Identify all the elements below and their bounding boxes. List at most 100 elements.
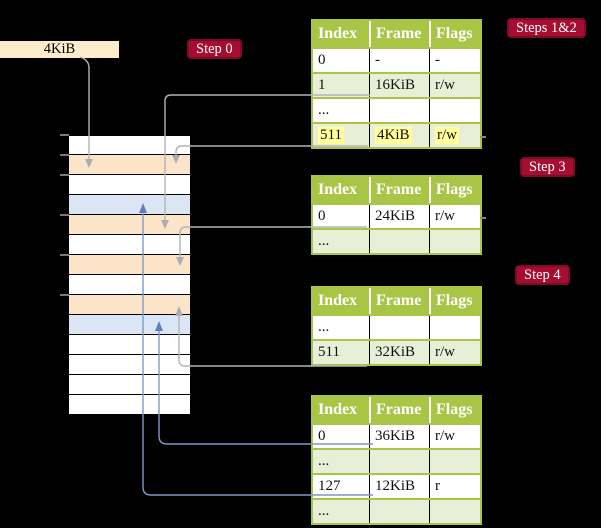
table-header-cell: Index xyxy=(318,181,358,198)
table-header-cell: Flags xyxy=(429,288,480,314)
table-cell xyxy=(369,450,429,473)
table-row: ... xyxy=(313,228,480,253)
table-cell: 1 xyxy=(318,77,326,93)
highlighted-value: 511 xyxy=(318,127,344,144)
table-cell: 511 xyxy=(313,124,369,147)
memory-frame-row-peach xyxy=(69,215,190,235)
table-header-cell: Flags xyxy=(429,177,480,203)
table-cell: r/w xyxy=(429,74,480,97)
badge-step-3-label: Step 3 xyxy=(529,158,566,175)
memory-frame-row-peach xyxy=(69,295,190,315)
table-cell: r/w xyxy=(429,124,480,147)
table-cell: ... xyxy=(318,319,330,335)
table-row: 0 -- xyxy=(313,47,480,72)
memory-frame-row-peach xyxy=(69,155,190,175)
table-cell: r xyxy=(429,475,480,498)
table-header-cell: Frame xyxy=(369,21,429,47)
memory-tick xyxy=(60,174,69,176)
memory-tick xyxy=(60,154,69,156)
table-row: ... xyxy=(313,448,480,473)
table-cell: ... xyxy=(318,102,330,118)
table-cell: 0 xyxy=(318,428,326,444)
table-cell xyxy=(429,450,480,473)
badge-steps-1-2-label: Steps 1&2 xyxy=(516,19,577,36)
table-cell: 511 xyxy=(318,344,340,360)
table-header-cell: Flags xyxy=(429,21,480,47)
memory-frame-row-white xyxy=(69,275,190,295)
table-header-cell: Frame xyxy=(369,397,429,423)
physical-memory-column xyxy=(69,135,190,415)
table-cell: 36KiB xyxy=(369,425,429,448)
table-cell: ... xyxy=(318,233,330,249)
badge-step-4-label: Step 4 xyxy=(524,266,561,283)
badge-step-0: Step 0 xyxy=(187,39,242,59)
memory-frame-row-white xyxy=(69,175,190,195)
table-cell: 0 xyxy=(318,52,326,68)
table-cell xyxy=(369,230,429,253)
badge-step-3: Step 3 xyxy=(520,157,575,177)
frame-size-label: 4KiB xyxy=(43,41,76,57)
table-cell xyxy=(429,230,480,253)
table-cell: 0 xyxy=(318,208,326,224)
table-header-cell: Index xyxy=(318,401,358,418)
badge-steps-1-2: Steps 1&2 xyxy=(507,18,586,38)
table-row: ... xyxy=(313,314,480,339)
table-cell: r/w xyxy=(429,425,480,448)
table-cell: 4KiB xyxy=(369,124,429,147)
memory-frame-row-white xyxy=(69,355,190,375)
memory-frame-row-white xyxy=(69,395,190,415)
table-header-cell: Index xyxy=(318,25,358,42)
highlighted-value: 4KiB xyxy=(375,127,412,144)
memory-tick xyxy=(60,214,69,216)
table-header-cell: Frame xyxy=(369,177,429,203)
table-cell: - xyxy=(369,49,429,72)
table-cell: 127 xyxy=(318,478,341,494)
memory-tick xyxy=(60,134,69,136)
table-cell xyxy=(369,316,429,339)
table-cell: r/w xyxy=(429,341,480,364)
badge-step-4: Step 4 xyxy=(515,265,570,285)
table-cell: 24KiB xyxy=(369,205,429,228)
table-row: ... xyxy=(313,97,480,122)
memory-tick xyxy=(60,294,69,296)
table-row: 511 4KiB r/w xyxy=(313,122,480,147)
memory-frame-row-white xyxy=(69,335,190,355)
frame-size-label-box: 4KiB xyxy=(0,41,119,58)
table-cell: 16KiB xyxy=(369,74,429,97)
table-cell xyxy=(369,99,429,122)
memory-frame-row-white xyxy=(69,375,190,395)
table-cell xyxy=(429,316,480,339)
memory-frame-row-blue xyxy=(69,315,190,335)
memory-frame-row-white xyxy=(69,135,190,155)
table-cell xyxy=(429,99,480,122)
table-cell: - xyxy=(429,49,480,72)
table-header-cell: Flags xyxy=(429,397,480,423)
memory-frame-row-blue xyxy=(69,195,190,215)
table-header-cell: Index xyxy=(318,292,358,309)
table-cell: r/w xyxy=(429,205,480,228)
table-cell: 32KiB xyxy=(369,341,429,364)
memory-tick xyxy=(60,254,69,256)
table-cell: 12KiB xyxy=(369,475,429,498)
badge-step-0-label: Step 0 xyxy=(196,40,233,57)
memory-frame-row-peach xyxy=(69,255,190,275)
table-cell xyxy=(429,500,480,523)
table-cell: ... xyxy=(318,503,330,519)
table-cell xyxy=(369,500,429,523)
table-header-cell: Frame xyxy=(369,288,429,314)
memory-frame-row-white xyxy=(69,235,190,255)
